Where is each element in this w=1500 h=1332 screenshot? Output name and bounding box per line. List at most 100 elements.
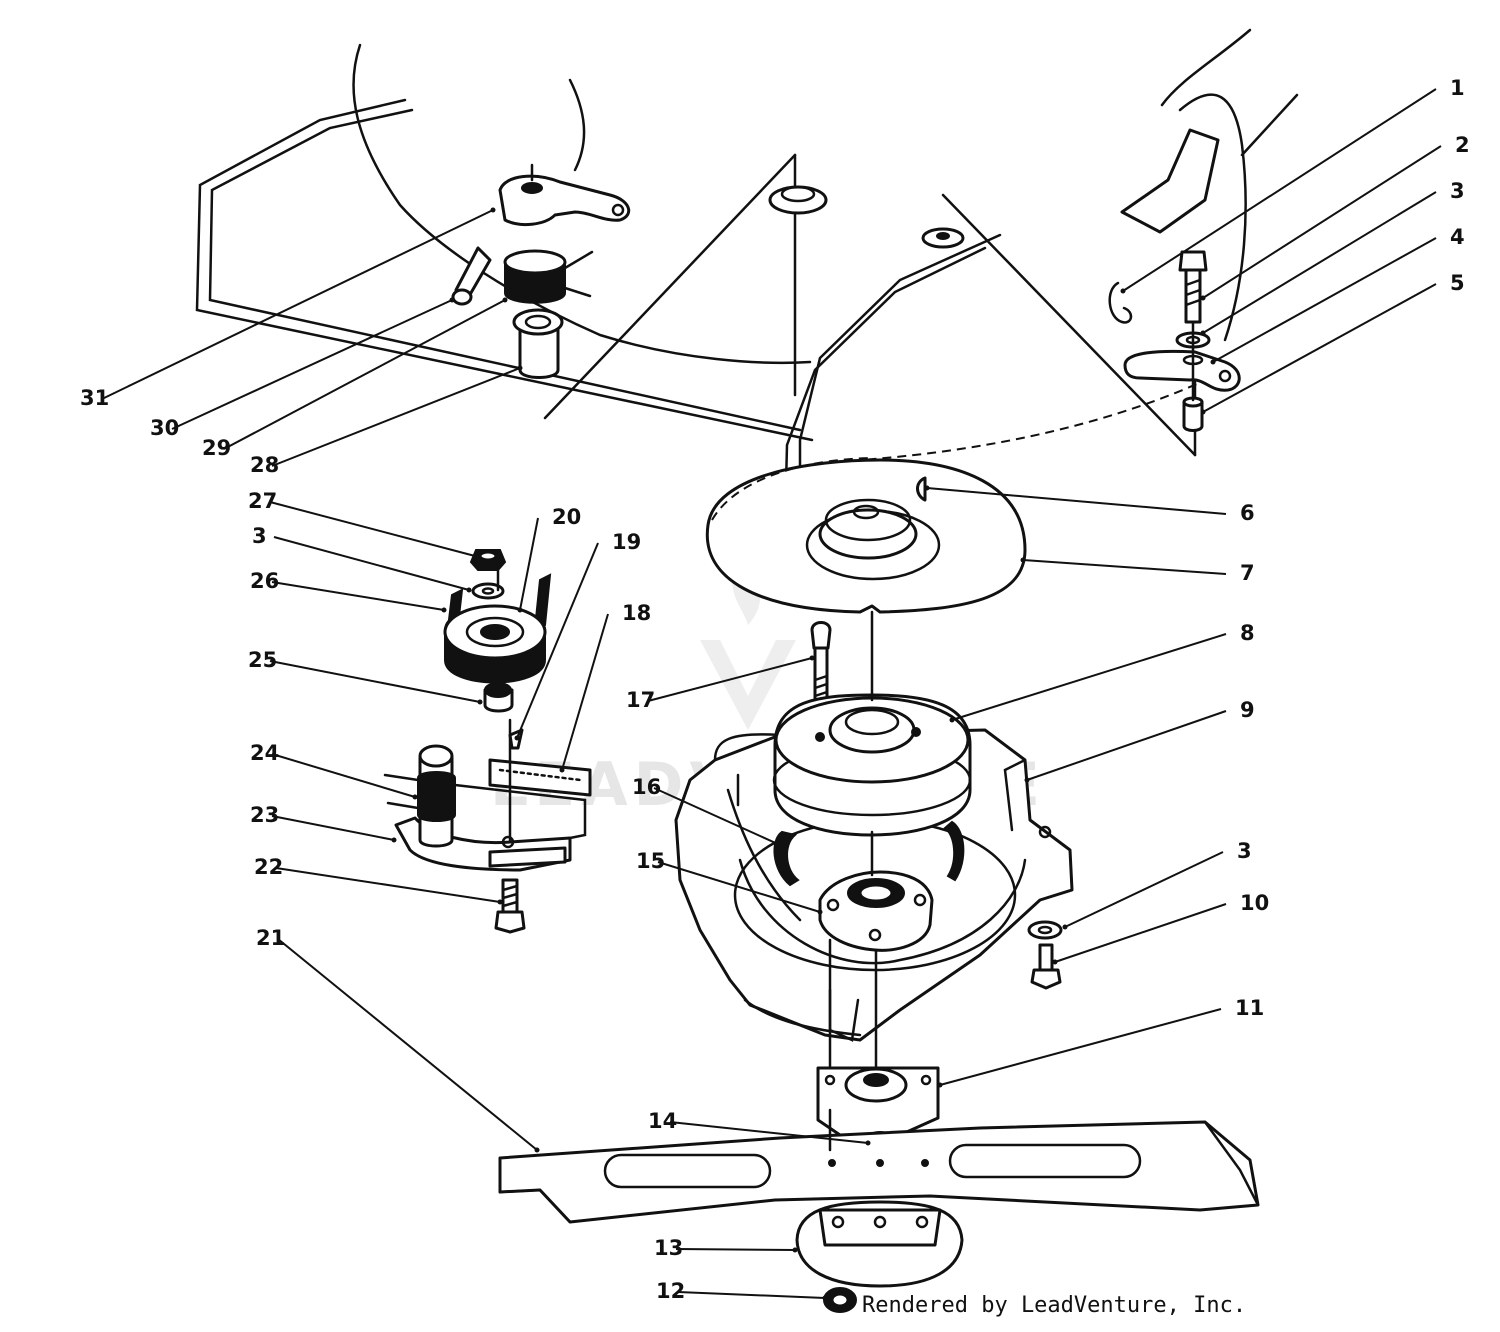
washer-part-3-idler	[471, 582, 505, 600]
leader-dot	[466, 587, 472, 593]
leader-line	[223, 299, 506, 450]
leader-dot	[792, 1247, 798, 1253]
callout-label: 2	[1455, 133, 1470, 157]
callout-label: 10	[1240, 891, 1269, 915]
leader-line	[657, 861, 821, 913]
callout-label: 4	[1450, 225, 1465, 249]
callout-label: 8	[1240, 621, 1255, 645]
leader-dot	[497, 899, 503, 905]
blade-holder-part-13	[795, 1200, 964, 1288]
callout-label: 3	[252, 524, 267, 548]
leader-dot	[559, 767, 565, 773]
leader-line	[939, 1008, 1222, 1086]
washer-part-3-lower	[1027, 920, 1063, 940]
leader-dot	[1024, 777, 1030, 783]
pulley-part-8	[772, 693, 972, 837]
callout-label: 20	[552, 505, 581, 529]
leader-line	[669, 1121, 869, 1144]
leader-dot	[391, 837, 397, 843]
callout-label: 21	[256, 926, 285, 950]
bearing-flange-part-15	[818, 870, 934, 952]
callout-label: 30	[150, 416, 179, 440]
leader-line	[675, 1248, 796, 1251]
leader-line	[1026, 710, 1227, 781]
pin-part-17	[810, 621, 832, 702]
leader-dot	[477, 699, 483, 705]
leader-line	[1054, 903, 1227, 963]
callout-label: 5	[1450, 271, 1465, 295]
leader-line	[269, 501, 476, 557]
idler-bracket-part-23	[394, 783, 587, 872]
leader-line	[273, 536, 470, 591]
leader-line	[275, 867, 501, 903]
screw-part-10	[1030, 943, 1062, 990]
callout-label: 11	[1235, 996, 1264, 1020]
leader-dot	[1062, 924, 1068, 930]
leader-line	[519, 517, 539, 611]
leader-dot	[472, 553, 478, 559]
leader-dot	[517, 607, 523, 613]
leader-line	[271, 815, 395, 841]
callout-label: 24	[250, 741, 279, 765]
leader-dot	[517, 365, 523, 371]
callout-label: 15	[636, 849, 665, 873]
callout-label: 28	[250, 453, 279, 477]
center-lines	[496, 320, 1195, 1152]
key-part-6	[916, 476, 927, 502]
leader-line	[561, 613, 609, 771]
leader-dot	[937, 1082, 943, 1088]
deck-outline	[195, 28, 1299, 534]
callout-label: 25	[248, 648, 277, 672]
leader-dot	[1200, 295, 1206, 301]
deck-boss-right	[921, 227, 965, 249]
leader-line	[171, 299, 453, 430]
callout-label: 31	[80, 386, 109, 410]
leader-dot	[817, 909, 823, 915]
callout-label: 6	[1240, 501, 1255, 525]
leader-line	[277, 938, 538, 1151]
callout-label: 18	[622, 601, 651, 625]
leader-line	[677, 1291, 826, 1299]
leader-line	[516, 542, 599, 739]
leader-dot	[449, 297, 455, 303]
leader-line	[101, 209, 494, 400]
leader-line	[1064, 851, 1224, 928]
leader-line	[269, 660, 481, 703]
callout-label: 26	[250, 569, 279, 593]
callout-label: 17	[626, 688, 655, 712]
callout-label: 7	[1240, 561, 1255, 585]
leader-line	[647, 657, 813, 702]
leader-dot	[1200, 330, 1206, 336]
blade-adapter-part-11	[816, 1066, 940, 1137]
leader-dot	[1210, 359, 1216, 365]
bushing-part-28	[512, 308, 564, 379]
deck-boss-center	[768, 185, 828, 215]
leader-line	[653, 787, 781, 846]
leader-line	[271, 581, 445, 611]
leader-dot	[1052, 959, 1058, 965]
callout-label: 22	[254, 855, 283, 879]
leader-dot	[777, 842, 783, 848]
leader-dot	[822, 1295, 828, 1301]
leader-line	[1122, 88, 1437, 292]
leader-dot	[924, 485, 930, 491]
baffle-disc-part-7	[705, 457, 1027, 614]
callout-label: 19	[612, 530, 641, 554]
idler-pulley-part-26	[443, 604, 547, 684]
spacer-part-5	[1182, 396, 1204, 432]
leader-dot	[1020, 557, 1026, 563]
spacer-part-25	[483, 682, 514, 713]
leader-line	[1202, 283, 1437, 413]
torsion-spring-part-29	[503, 249, 594, 304]
callout-label: 29	[202, 436, 231, 460]
callout-label: 3	[1237, 839, 1252, 863]
lever-part-4	[1123, 349, 1241, 392]
callout-label: 23	[250, 803, 279, 827]
leader-dot	[865, 1140, 871, 1146]
leader-dot	[809, 655, 815, 661]
spring-post-part-24	[383, 744, 456, 848]
leader-line	[951, 633, 1227, 721]
callout-label: 16	[632, 775, 661, 799]
nut-part-12	[823, 1287, 857, 1313]
